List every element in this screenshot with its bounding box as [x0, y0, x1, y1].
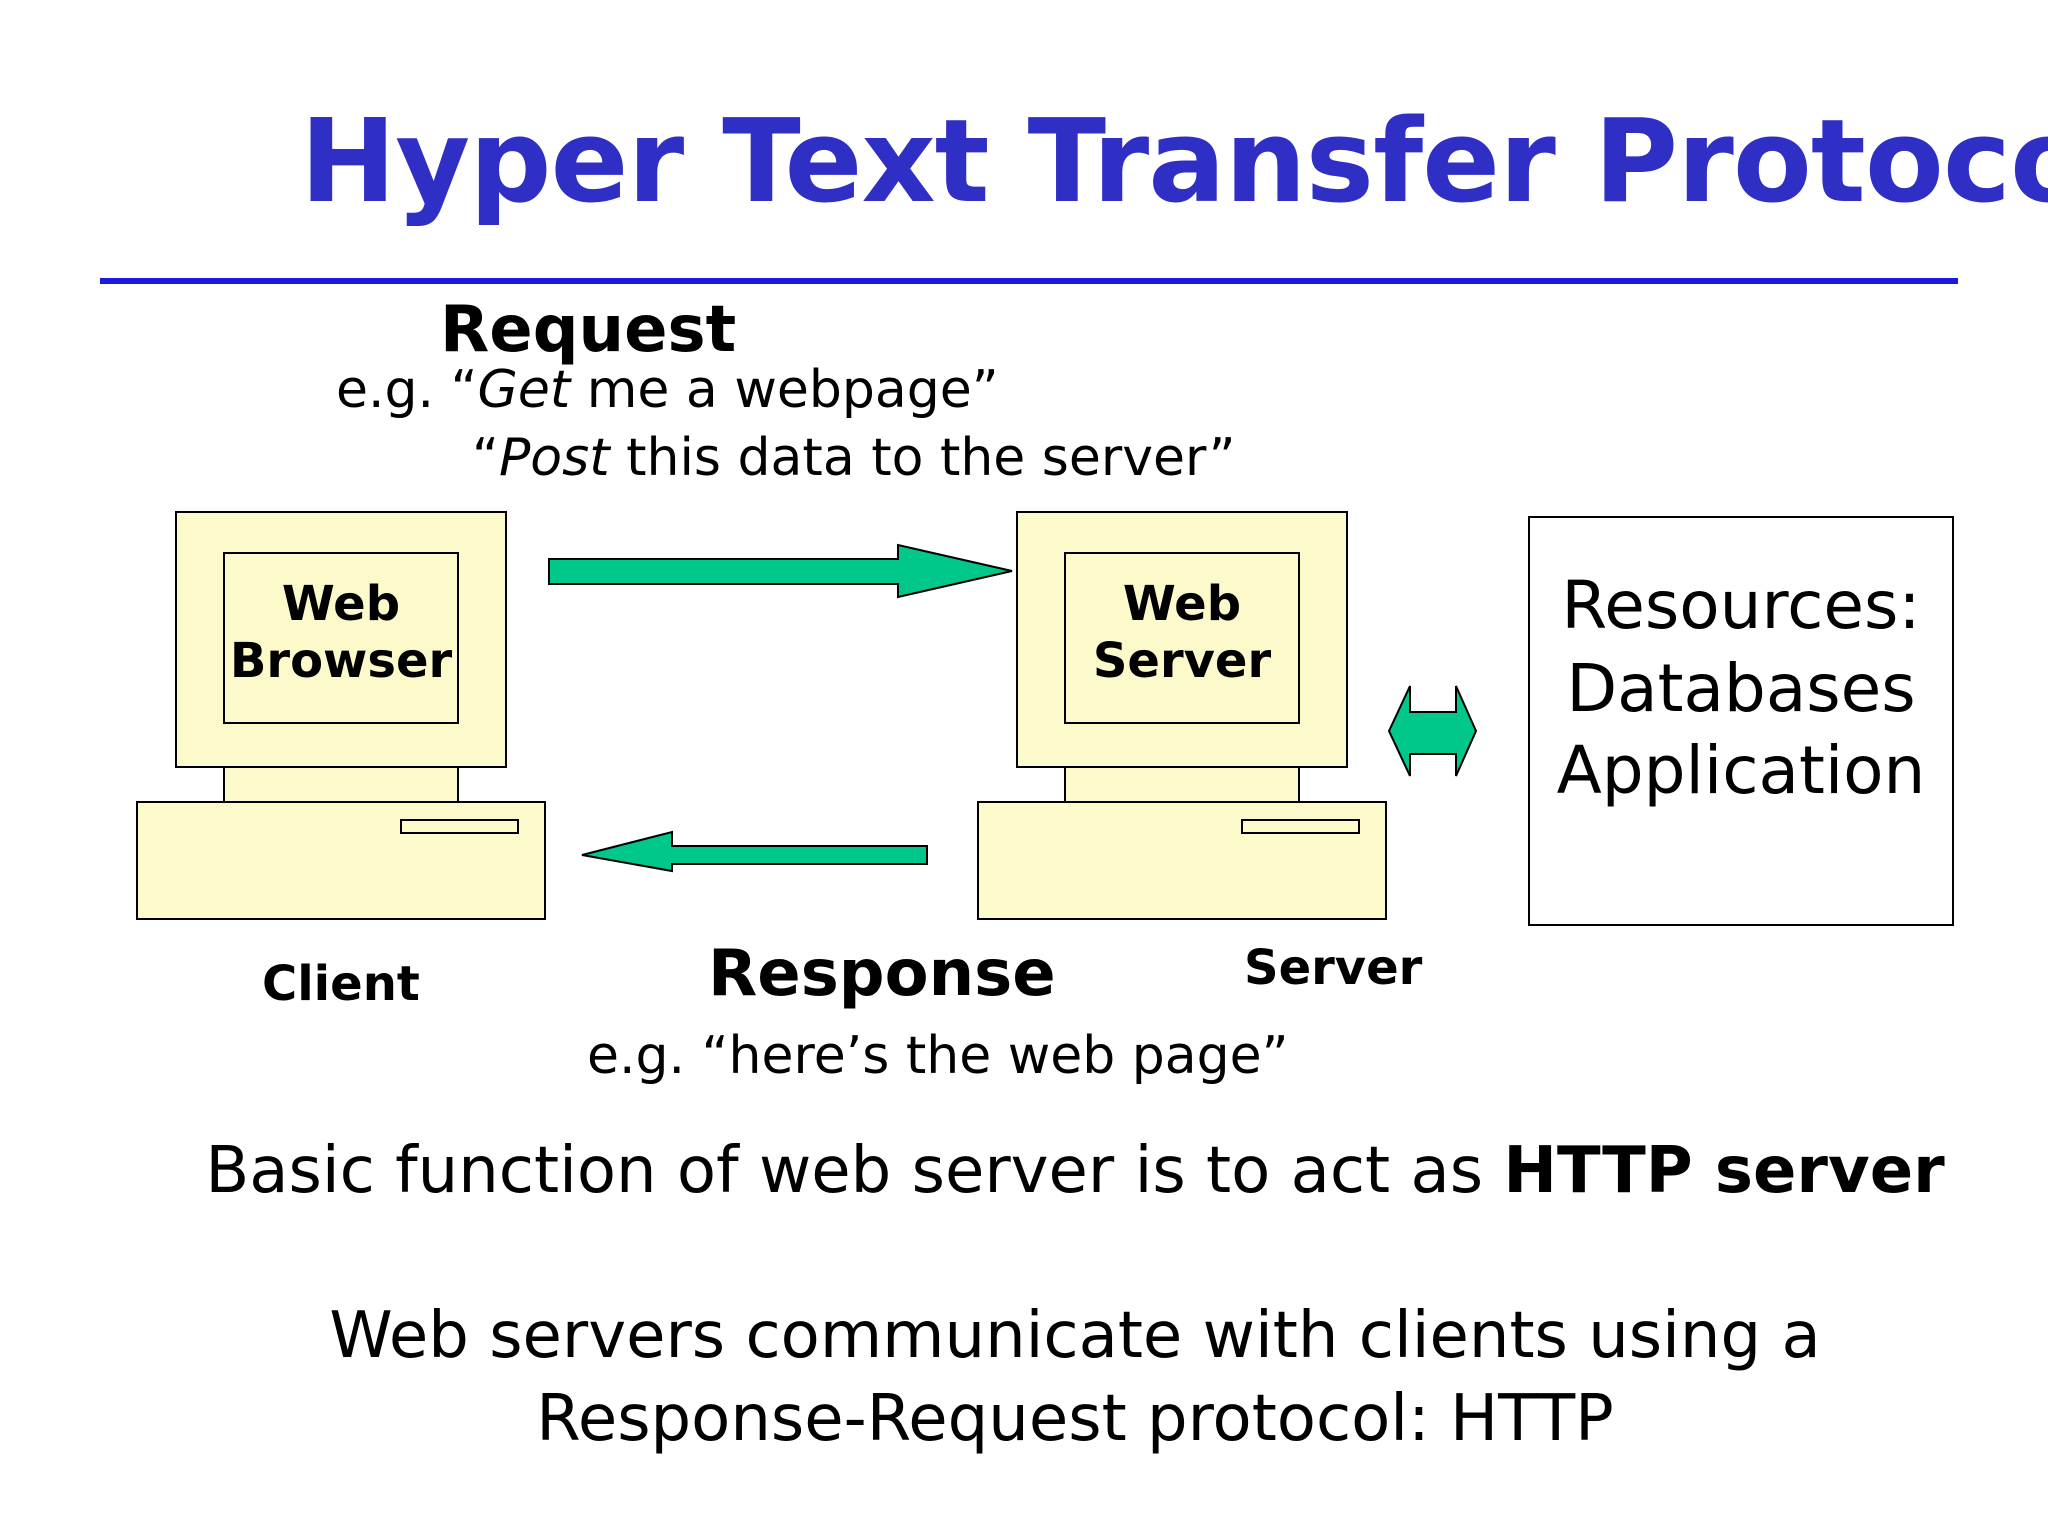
- request-arrow: [548, 543, 1013, 599]
- server-caption: Server: [1244, 940, 1423, 996]
- resources-line: Application: [1556, 732, 1926, 809]
- communication-statement: Web servers communicate with clients usi…: [329, 1299, 1821, 1457]
- client-screen-label: Web Browser: [229, 576, 453, 689]
- client-computer: [136, 511, 546, 920]
- resources-line: Resources:: [1561, 567, 1921, 644]
- client-screen: [223, 552, 459, 724]
- slide-title: Hyper Text Transfer Protocol: [300, 95, 2048, 229]
- server-computer: [977, 511, 1387, 920]
- title-divider: [100, 278, 1958, 284]
- resources-line: Databases: [1566, 649, 1916, 727]
- server-screen: [1064, 552, 1300, 724]
- request-heading: Request: [440, 293, 737, 367]
- request-example-get: e.g. “Get me a webpage”: [336, 360, 999, 420]
- resources-text: Resources: Databases Application: [1528, 565, 1954, 813]
- server-resources-double-arrow: [1387, 685, 1478, 777]
- request-example-post: “Post this data to the server”: [472, 428, 1236, 488]
- server-screen-label: Web Server: [1092, 576, 1272, 689]
- resources-box: [1528, 516, 1954, 926]
- client-monitor-stand: [223, 766, 459, 803]
- basic-function-statement: Basic function of web server is to act a…: [205, 1134, 1945, 1208]
- server-monitor-stand: [1064, 766, 1300, 803]
- response-arrow: [581, 830, 928, 873]
- client-drive-slot: [400, 819, 519, 834]
- client-caption: Client: [262, 956, 420, 1012]
- response-example: e.g. “here’s the web page”: [587, 1026, 1289, 1086]
- response-heading: Response: [708, 937, 1056, 1011]
- server-drive-slot: [1241, 819, 1360, 834]
